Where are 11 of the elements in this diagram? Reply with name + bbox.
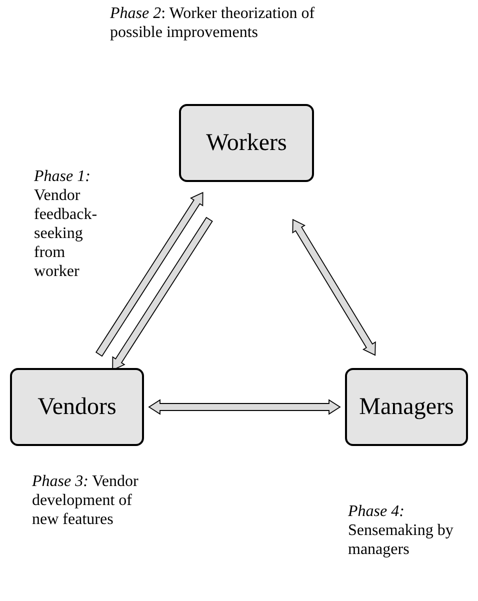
phase-caption: Phase 3: Vendor development of new features bbox=[32, 472, 140, 529]
block-arrow bbox=[112, 216, 213, 371]
rounded-box: Workers bbox=[179, 104, 314, 182]
rounded-box: Managers bbox=[345, 368, 468, 446]
rounded-box: Vendors bbox=[10, 368, 144, 446]
phase-caption: Phase 1: Vendor feedback-seeking from worker bbox=[34, 167, 98, 281]
phase-caption: Phase 4: Sensemaking by managers bbox=[348, 502, 454, 559]
block-arrow bbox=[292, 218, 376, 356]
phase-caption: Phase 2: Worker theorization of possible improvements bbox=[110, 4, 316, 42]
block-arrow bbox=[95, 192, 204, 357]
block-arrow bbox=[148, 399, 341, 415]
